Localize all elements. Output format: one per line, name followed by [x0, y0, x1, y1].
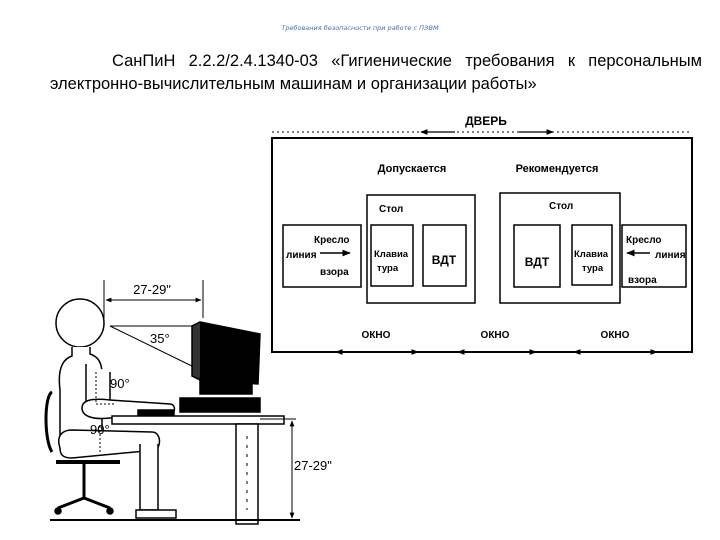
recommended-label: Рекомендуется	[516, 163, 599, 175]
keyboard-left	[370, 224, 414, 287]
system-unit	[179, 397, 261, 413]
lower-leg	[139, 444, 159, 511]
sanpin-paragraph: СанПиН 2.2.2/2.4.1340-03 «Гигиенические …	[50, 52, 702, 93]
monitor-body	[199, 377, 253, 395]
monitor-right	[513, 224, 561, 288]
keyboard-left-line2: тура	[377, 263, 399, 274]
thigh	[58, 429, 161, 459]
keyboard-right-line1: Клавиа	[574, 249, 609, 260]
window-2-label: ОКНО	[481, 330, 510, 341]
allowed-label: Допускается	[378, 163, 447, 175]
monitor-side	[191, 321, 201, 381]
elbow-angle-label: 90°	[110, 376, 130, 391]
height-label: 27-29"	[294, 458, 332, 473]
chair-left-line2: линия	[286, 250, 317, 261]
chair-left-line3: взора	[320, 267, 349, 278]
foot	[135, 509, 177, 519]
window-3-label: ОКНО	[601, 330, 630, 341]
chair-right-line3: взора	[628, 275, 657, 286]
chair-base	[57, 496, 111, 510]
distance-label: 27-29"	[133, 282, 171, 297]
window-1-label: ОКНО	[362, 330, 391, 341]
keyboard-left-line1: Клавиа	[374, 249, 409, 260]
room-plan-diagram: ДВЕРЬ Допускается Рекомендуется Стол Кре…	[271, 114, 693, 355]
table-right-label: Стол	[549, 201, 573, 212]
chair-back	[44, 390, 54, 453]
monitor-left-label: ВДТ	[432, 253, 457, 267]
keyboard	[137, 409, 175, 416]
elbow-angle-marker	[95, 372, 116, 405]
slide-header: Требования безопасности при работе с ПЭВ…	[281, 24, 439, 32]
chair-right-line1: Кресло	[626, 235, 662, 246]
posture-diagram: 27-29" 35° 90° 90°	[44, 280, 332, 525]
chair-right-line2: линия	[655, 250, 686, 261]
table-left-label: Стол	[379, 204, 403, 215]
keyboard-right-line2: тура	[582, 263, 604, 274]
door-label: ДВЕРЬ	[465, 114, 507, 128]
monitor-left	[422, 224, 467, 287]
chair-wheel	[106, 507, 114, 515]
keyboard-right	[571, 224, 613, 286]
head	[55, 298, 105, 348]
monitor	[199, 321, 261, 385]
view-angle-label: 35°	[150, 331, 170, 346]
monitor-right-label: ВДТ	[525, 255, 550, 269]
chair-wheel	[54, 507, 62, 515]
desk-top	[111, 415, 285, 425]
viewing-line	[109, 325, 201, 371]
chair-left-line1: Кресло	[314, 235, 350, 246]
knee-angle-label: 90°	[90, 422, 110, 437]
